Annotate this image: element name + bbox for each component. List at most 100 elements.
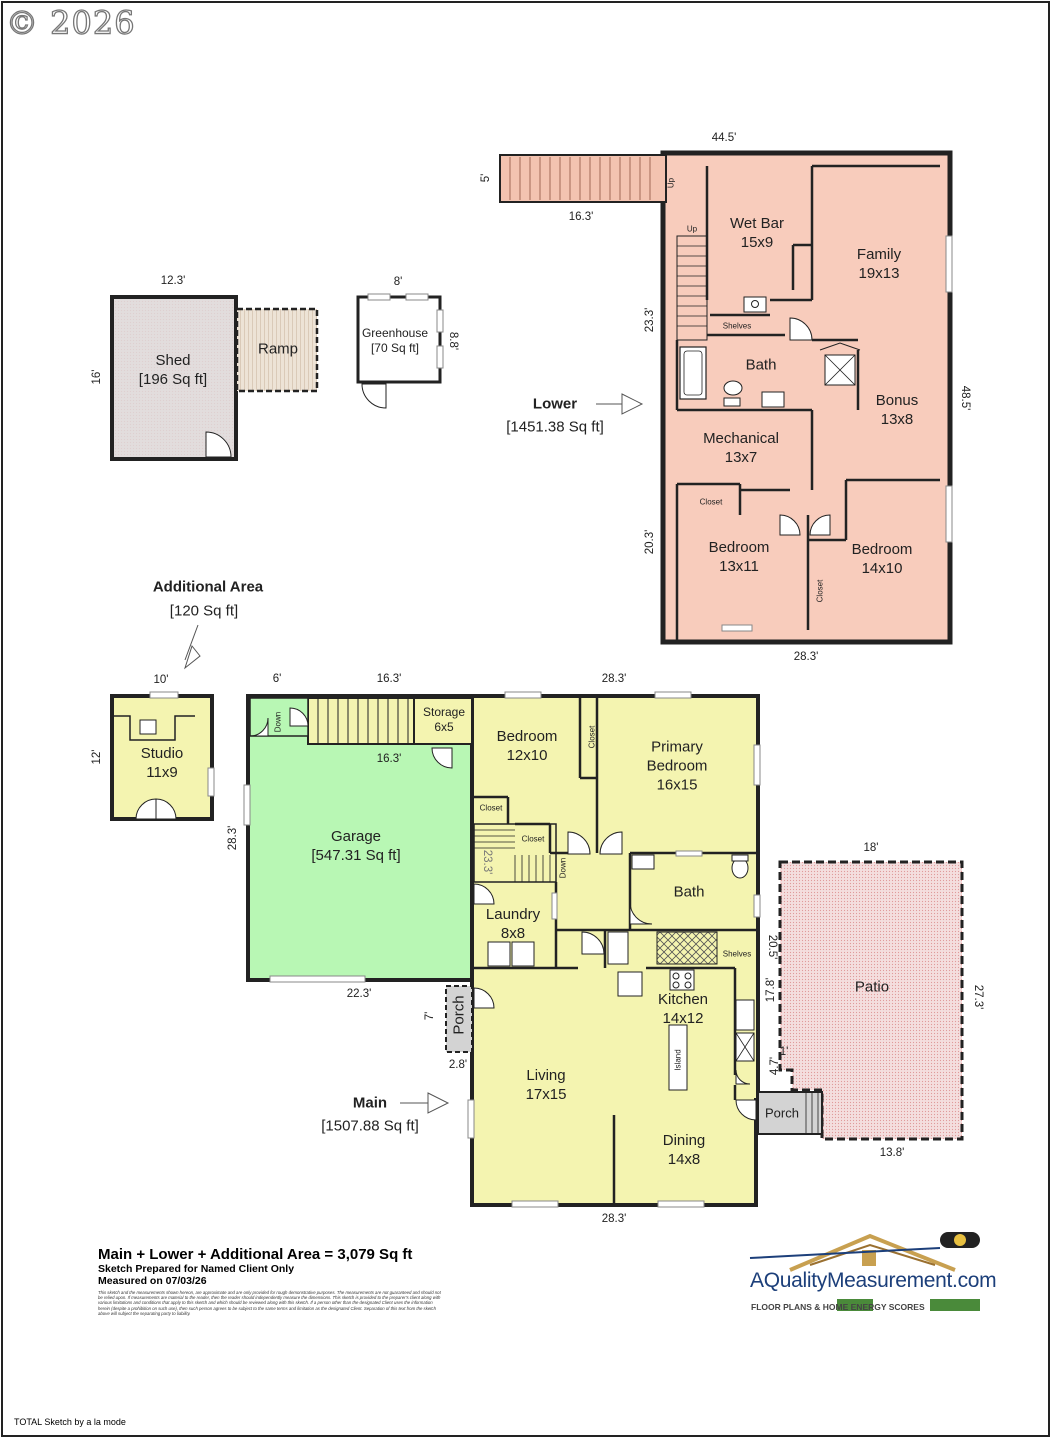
- main-closet-label-1: Closet: [587, 725, 597, 749]
- main-dim-stair-vert: 23.3': [481, 849, 493, 875]
- lower-bath-sink: [761, 391, 785, 408]
- company-logo-graphic: [749, 1232, 980, 1311]
- lower-dim-top: 44.5': [711, 132, 737, 144]
- copyright-watermark: © 2026: [5, 3, 136, 42]
- main-level: [243, 691, 964, 1208]
- main-dim-bottom: 28.3': [601, 1213, 627, 1225]
- company-logo-tagline: FLOOR PLANS & HOME ENERGY SCORES: [751, 1302, 925, 1312]
- greenhouse-structure: [356, 293, 444, 409]
- main-dim-right-c: 4.7': [769, 1056, 781, 1076]
- patio-dim-right: 27.3': [972, 984, 984, 1010]
- lower-wetbar-sink: [743, 296, 767, 313]
- patio-dim-top: 18': [863, 842, 879, 854]
- main-front-porch-label: Porch: [450, 995, 468, 1035]
- lower-level-area: [1451.38 Sq ft]: [506, 418, 604, 436]
- additional-area-value: [120 Sq ft]: [169, 602, 239, 620]
- main-shelves-label: Shelves: [722, 949, 752, 959]
- main-dim-right-a: 20.5': [766, 934, 778, 960]
- lower-toilet: [723, 380, 743, 396]
- lower-room-bath: Bath: [745, 356, 777, 374]
- lower-dim-right: 48.5': [959, 385, 971, 411]
- lower-dim-stair-w: 16.3': [568, 211, 594, 223]
- storage-room: [413, 697, 473, 745]
- greenhouse-dim-right: 8.8': [447, 331, 459, 351]
- lower-closet-label-2: Closet: [815, 579, 825, 603]
- lower-interior-stairs: [676, 235, 708, 341]
- additional-arrow: [184, 624, 201, 670]
- patio-label: Patio: [854, 978, 890, 996]
- software-credit: TOTAL Sketch by a la mode: [14, 1417, 126, 1427]
- lower-dim-left-upper: 23.3': [644, 307, 656, 333]
- main-down-label-1: Down: [273, 711, 283, 733]
- studio-structure: [110, 624, 215, 821]
- back-porch: [757, 1091, 823, 1135]
- additional-area-label: Additional Area: [152, 578, 264, 596]
- lower-up-label-2: Up: [686, 224, 698, 234]
- front-porch: [445, 985, 473, 1053]
- ramp-label: Ramp: [257, 340, 299, 358]
- main-dim-garage-top: 16.3': [376, 673, 402, 685]
- main-island-label: Island: [673, 1049, 683, 1071]
- main-dim-porch-w: 2.8': [448, 1059, 468, 1071]
- lower-closet-label-1: Closet: [699, 497, 723, 507]
- company-logo-name: AQualityMeasurement.com: [750, 1269, 997, 1292]
- patio-area: [778, 860, 964, 1141]
- main-dim-garage-top-left: 6': [272, 673, 282, 685]
- main-dim-stair: 16.3': [376, 753, 402, 765]
- shed-structure: [110, 295, 319, 461]
- main-down-label-2: Down: [558, 857, 568, 879]
- lower-interior-walls: [675, 164, 940, 640]
- lower-exterior-stairs: [499, 154, 667, 203]
- main-closet-label-2: Closet: [479, 803, 503, 813]
- summary-total: Main + Lower + Additional Area = 3,079 S…: [98, 1246, 413, 1263]
- shed-dim-top: 12.3': [160, 275, 186, 287]
- summary-line-1: Sketch Prepared for Named Client Only: [98, 1263, 295, 1275]
- main-arrow: [400, 1092, 450, 1114]
- lower-dim-stair-h: 5': [480, 173, 492, 183]
- kitchen-island: [668, 1024, 688, 1091]
- disclaimer-text: This sketch and the measurements shown h…: [98, 1290, 441, 1316]
- main-level-label: Main: [352, 1094, 388, 1112]
- shed-label: Shed[196 Sq ft]: [138, 352, 208, 388]
- lower-arrow: [596, 393, 644, 415]
- studio-dim-left: 12': [91, 749, 103, 765]
- studio-dim-top: 10': [153, 674, 169, 686]
- main-dim-top-right: 28.3': [601, 673, 627, 685]
- lower-outline: [660, 150, 953, 645]
- main-dim-garage-left: 28.3': [227, 825, 239, 851]
- main-room-garage: Garage[547.31 Sq ft]: [311, 828, 401, 864]
- lower-up-label-1: Up: [666, 177, 676, 189]
- lower-level: [499, 150, 953, 645]
- main-dim-garage-bottom: 22.3': [346, 988, 372, 1000]
- main-closet-label-3: Closet: [521, 834, 545, 844]
- lower-exterior-stair-treads: [509, 157, 651, 200]
- main-dim-porch-h: 7': [424, 1011, 436, 1021]
- main-dim-right-b: 17.8': [765, 977, 777, 1003]
- main-back-porch-label: Porch: [765, 1105, 799, 1121]
- shed-dim-left: 16': [91, 369, 103, 385]
- lower-dim-left-lower: 20.3': [644, 529, 656, 555]
- main-dim-right-d: 1': [779, 1046, 789, 1058]
- main-level-area: [1507.88 Sq ft]: [321, 1117, 419, 1135]
- lower-dim-bottom: 28.3': [793, 651, 819, 663]
- main-room-bath: Bath: [673, 883, 705, 901]
- lower-level-label: Lower: [532, 395, 578, 413]
- main-shower: [656, 931, 718, 965]
- greenhouse-label: Greenhouse[70 Sq ft]: [361, 326, 429, 355]
- greenhouse-dim-top: 8': [393, 276, 403, 288]
- lower-shelves-label: Shelves: [722, 321, 752, 331]
